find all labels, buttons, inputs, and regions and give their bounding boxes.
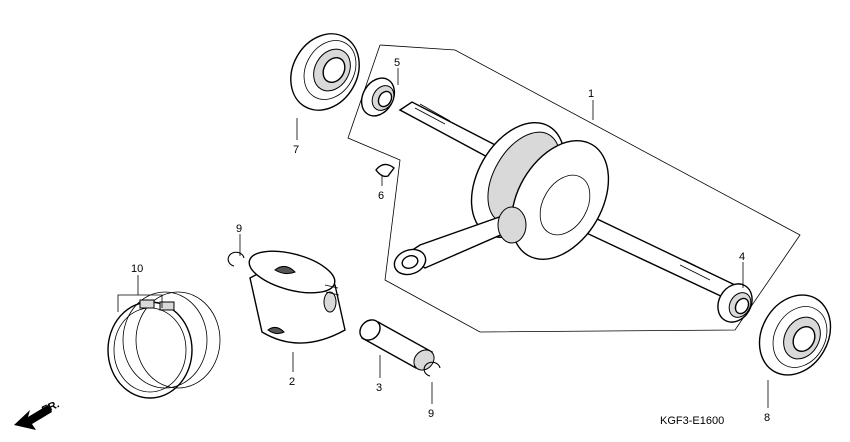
- diagram-code: KGF3-E1600: [660, 415, 724, 427]
- bearing-right: [758, 294, 832, 376]
- crankshaft: [393, 101, 737, 299]
- callout-7: 7: [293, 144, 299, 156]
- oil-seal-left: [360, 77, 396, 117]
- piston-pin-clip-upper: [227, 251, 245, 267]
- callout-4: 4: [739, 251, 745, 263]
- callout-8: 8: [764, 412, 770, 424]
- callout-9a: 9: [236, 223, 242, 235]
- front-marker-label: FR.: [40, 398, 61, 416]
- crankshaft-group-outline: [347, 44, 801, 333]
- callout-3: 3: [376, 382, 382, 394]
- callout-10-leader: [117, 294, 163, 312]
- oil-seal-right: [717, 283, 753, 323]
- piston: [248, 250, 346, 344]
- piston-pin: [359, 319, 435, 371]
- callout-1: 1: [588, 88, 594, 100]
- piston-pin-clip-lower: [423, 361, 441, 377]
- callout-6: 6: [378, 190, 384, 202]
- piston-rings: [107, 291, 221, 399]
- callout-9b: 9: [428, 408, 434, 420]
- woodruff-key: [375, 163, 395, 178]
- callout-10: 10: [131, 263, 143, 275]
- bearing-left: [290, 33, 360, 111]
- callout-2: 2: [289, 376, 295, 388]
- front-arrow-icon: [14, 405, 52, 430]
- callout-5: 5: [394, 57, 400, 69]
